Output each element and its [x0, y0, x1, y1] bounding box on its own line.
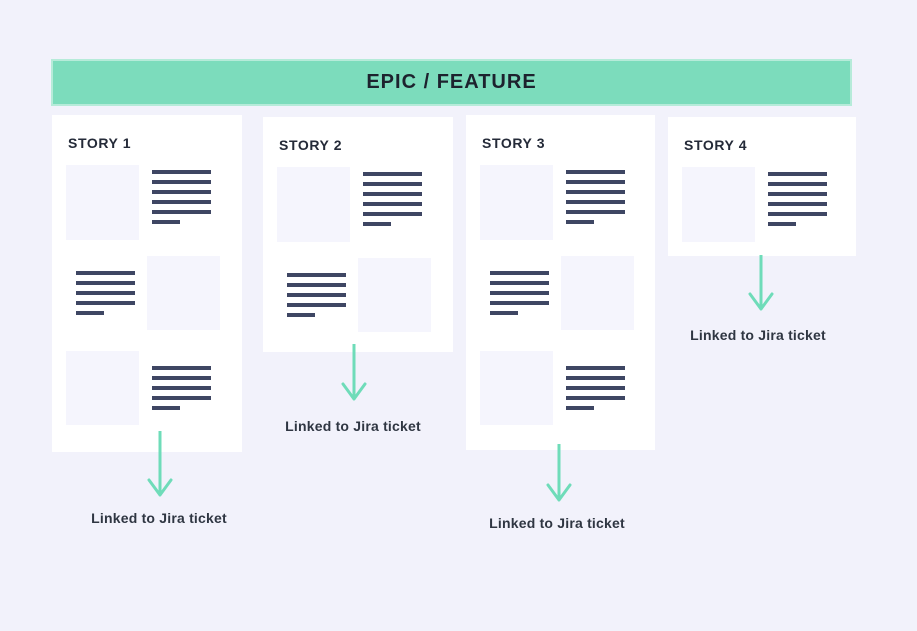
- wireframe-line: [566, 210, 625, 214]
- wireframe-line: [152, 366, 211, 370]
- text-placeholder: [152, 366, 211, 410]
- text-placeholder: [490, 271, 549, 315]
- wireframe-line: [152, 210, 211, 214]
- image-placeholder: [358, 258, 431, 332]
- image-placeholder: [480, 351, 553, 425]
- wireframe-line: [566, 386, 625, 390]
- linked-to-jira-label: Linked to Jira ticket: [285, 418, 421, 434]
- wireframe-line: [76, 291, 135, 295]
- wireframe-line: [287, 273, 346, 277]
- wireframe-line: [566, 376, 625, 380]
- linked-to-jira-label: Linked to Jira ticket: [91, 510, 227, 526]
- wireframe-line: [363, 222, 391, 226]
- wireframe-line: [768, 172, 827, 176]
- epic-banner-title: EPIC / FEATURE: [366, 71, 537, 93]
- story-4-title: STORY 4: [684, 137, 748, 153]
- wireframe-row: [263, 258, 453, 332]
- linked-to-jira-label: Linked to Jira ticket: [690, 327, 826, 343]
- story-1-title: STORY 1: [68, 135, 132, 151]
- wireframe-line: [490, 281, 549, 285]
- wireframe-line: [490, 271, 549, 275]
- wireframe-line: [76, 271, 135, 275]
- wireframe-row: [263, 167, 453, 242]
- wireframe-line: [152, 190, 211, 194]
- down-arrow-icon: [544, 444, 574, 503]
- story-2-title: STORY 2: [279, 137, 343, 153]
- text-placeholder: [363, 172, 422, 226]
- wireframe-line: [566, 366, 625, 370]
- story-3-title: STORY 3: [482, 135, 546, 151]
- image-placeholder: [66, 165, 139, 240]
- down-arrow-icon: [339, 344, 369, 402]
- wireframe-line: [566, 406, 594, 410]
- wireframe-line: [287, 313, 315, 317]
- wireframe-line: [566, 180, 625, 184]
- wireframe-row: [52, 351, 242, 425]
- story-card-3: STORY 3: [466, 115, 655, 450]
- down-arrow-icon: [746, 255, 776, 312]
- wireframe-line: [363, 212, 422, 216]
- wireframe-line: [566, 170, 625, 174]
- wireframe-line: [768, 192, 827, 196]
- image-placeholder: [561, 256, 634, 330]
- wireframe-line: [768, 212, 827, 216]
- image-placeholder: [66, 351, 139, 425]
- wireframe-line: [287, 283, 346, 287]
- wireframe-line: [76, 281, 135, 285]
- wireframe-line: [152, 406, 180, 410]
- linked-to-jira-label: Linked to Jira ticket: [489, 515, 625, 531]
- image-placeholder: [480, 165, 553, 240]
- image-placeholder: [277, 167, 350, 242]
- wireframe-line: [490, 291, 549, 295]
- wireframe-line: [768, 222, 796, 226]
- wireframe-line: [566, 396, 625, 400]
- wireframe-row: [466, 165, 655, 240]
- wireframe-row: [466, 351, 655, 425]
- story-card-4: STORY 4: [668, 117, 856, 256]
- wireframe-line: [152, 220, 180, 224]
- wireframe-line: [363, 172, 422, 176]
- wireframe-line: [152, 396, 211, 400]
- text-placeholder: [76, 271, 135, 315]
- text-placeholder: [566, 170, 625, 224]
- text-placeholder: [152, 170, 211, 224]
- wireframe-line: [363, 202, 422, 206]
- wireframe-line: [490, 301, 549, 305]
- image-placeholder: [147, 256, 220, 330]
- story-card-1: STORY 1: [52, 115, 242, 452]
- wireframe-line: [768, 202, 827, 206]
- wireframe-line: [566, 190, 625, 194]
- wireframe-line: [768, 182, 827, 186]
- wireframe-line: [76, 301, 135, 305]
- text-placeholder: [768, 172, 827, 226]
- wireframe-line: [566, 200, 625, 204]
- wireframe-line: [490, 311, 518, 315]
- wireframe-line: [76, 311, 104, 315]
- story-card-2: STORY 2: [263, 117, 453, 352]
- wireframe-row: [52, 256, 242, 330]
- epic-banner: EPIC / FEATURE: [51, 59, 852, 106]
- wireframe-line: [287, 303, 346, 307]
- wireframe-line: [152, 180, 211, 184]
- wireframe-line: [287, 293, 346, 297]
- wireframe-row: [466, 256, 655, 330]
- wireframe-line: [363, 182, 422, 186]
- wireframe-line: [152, 376, 211, 380]
- wireframe-line: [152, 200, 211, 204]
- wireframe-line: [566, 220, 594, 224]
- down-arrow-icon: [145, 431, 175, 498]
- text-placeholder: [566, 366, 625, 410]
- wireframe-row: [668, 167, 856, 242]
- wireframe-row: [52, 165, 242, 240]
- image-placeholder: [682, 167, 755, 242]
- wireframe-line: [363, 192, 422, 196]
- wireframe-line: [152, 170, 211, 174]
- wireframe-line: [152, 386, 211, 390]
- text-placeholder: [287, 273, 346, 317]
